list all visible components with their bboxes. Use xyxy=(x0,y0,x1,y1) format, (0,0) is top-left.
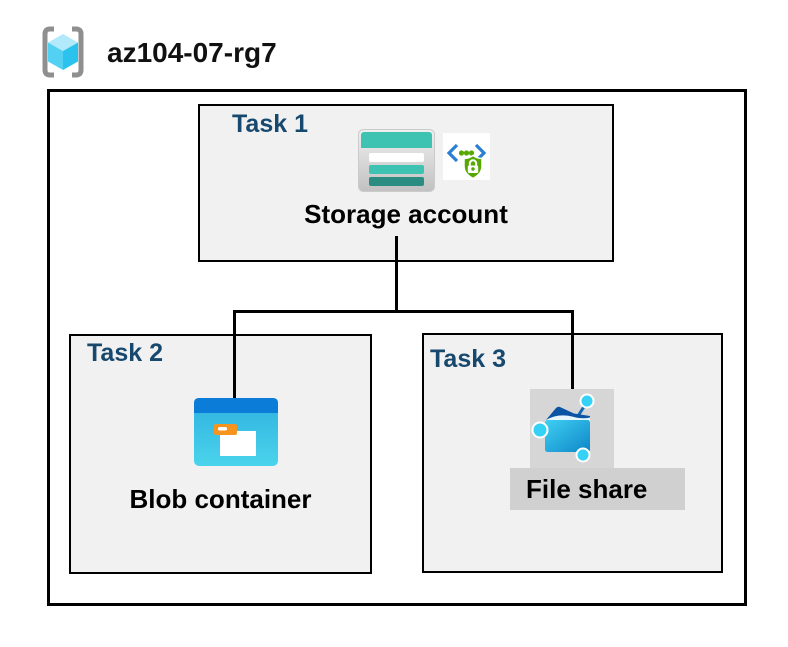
storage-account-icon xyxy=(358,129,435,192)
connector-to-fileshare xyxy=(571,312,574,391)
connector-to-blob xyxy=(233,312,236,399)
connector-horizontal xyxy=(233,310,574,313)
blob-container-caption: Blob container xyxy=(129,484,312,514)
connector-storage-stem xyxy=(395,236,398,312)
task2-label: Task 2 xyxy=(87,339,163,367)
resource-group-name: az104-07-rg7 xyxy=(107,37,277,68)
task1-label: Task 1 xyxy=(232,110,308,138)
storage-account-caption: Storage account xyxy=(304,199,508,229)
azure-resource-group-icon xyxy=(42,26,84,78)
blob-container-icon xyxy=(194,398,278,466)
task3-label: Task 3 xyxy=(430,345,506,373)
file-share-icon xyxy=(530,389,614,468)
shield-lock-code-icon xyxy=(443,133,490,180)
file-share-caption: File share xyxy=(510,468,685,510)
